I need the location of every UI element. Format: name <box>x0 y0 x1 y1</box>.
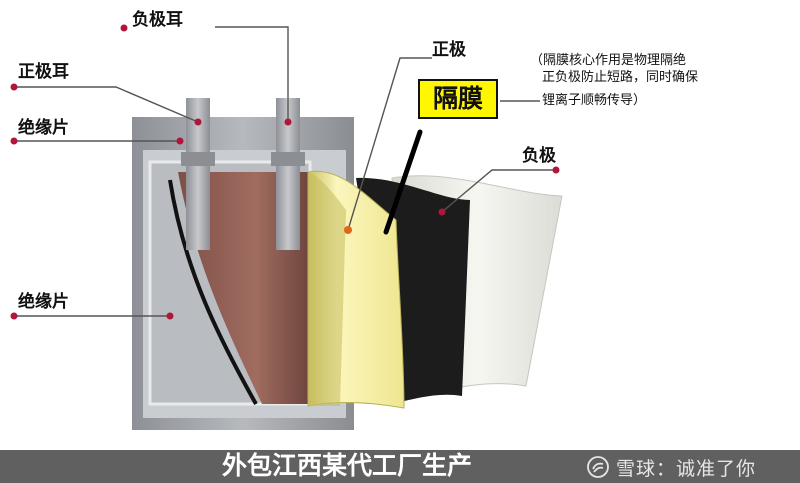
dot-negative <box>438 208 446 216</box>
leader-lines <box>14 26 556 317</box>
dot-insulation-bottom <box>166 312 174 320</box>
marker-dots <box>10 24 560 320</box>
dot-label-negative-tab <box>120 24 128 32</box>
positive-electrode-sheet <box>178 172 308 404</box>
leader-positive-tab <box>14 86 199 123</box>
note-line-3: 锂离子顺畅传导） <box>542 93 647 108</box>
note-line-1: （隔膜核心作用是物理隔绝 <box>530 53 687 68</box>
snowball-logo-icon <box>587 456 609 478</box>
label-negative-tab: 负极耳 <box>132 10 183 30</box>
dot-label-insulation-bottom <box>10 312 18 320</box>
watermark: 雪球：诚准了你 <box>586 454 756 480</box>
leader-positive <box>347 57 432 231</box>
separator-pointer <box>383 129 423 235</box>
label-negative: 负极 <box>522 146 556 166</box>
label-insulation-bottom: 绝缘片 <box>18 292 69 312</box>
dot-positive <box>344 226 352 234</box>
label-positive-tab: 正极耳 <box>18 62 69 82</box>
dot-insulation-top <box>176 137 184 145</box>
leader-negative-tab <box>215 26 289 122</box>
dot-negative-tab <box>284 118 292 126</box>
dot-positive-tab <box>194 118 202 126</box>
dot-label-positive-tab <box>10 83 18 91</box>
separator-highlight-label: 隔膜 <box>418 79 498 119</box>
watermark-text: 雪球：诚准了你 <box>616 457 757 480</box>
dot-label-negative <box>552 166 560 174</box>
caption-text: 外包江西某代工厂生产 <box>222 451 473 480</box>
label-positive: 正极 <box>432 40 466 60</box>
dot-label-insulation-top <box>10 137 18 145</box>
label-insulation-top: 绝缘片 <box>18 118 69 138</box>
leader-negative <box>441 169 556 213</box>
caption-bar: 外包江西某代工厂生产 雪球：诚准了你 <box>0 450 800 483</box>
note-line-2: 正负极防止短路，同时确保 <box>542 70 699 85</box>
